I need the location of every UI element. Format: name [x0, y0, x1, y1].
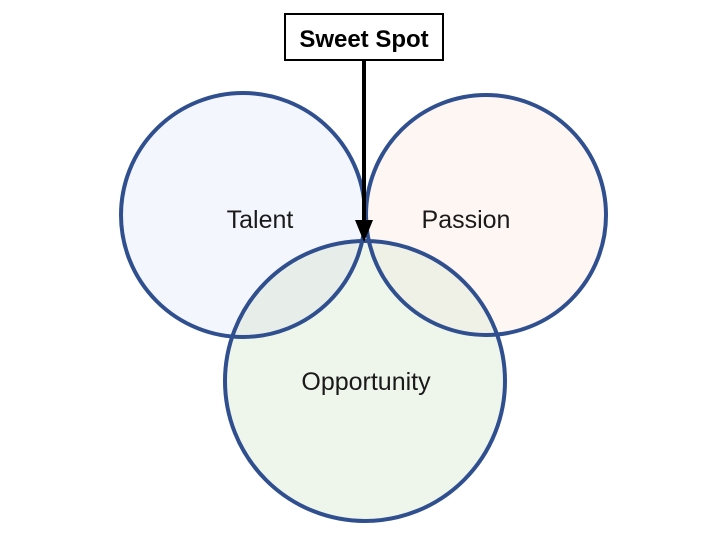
opportunity-circle-outline: [223, 239, 507, 523]
talent-opportunity-overlap: [225, 241, 365, 337]
opportunity-label: Opportunity: [301, 368, 431, 396]
callout-text: Sweet Spot: [299, 26, 428, 53]
callout-box: [284, 13, 444, 61]
passion-label: Passion: [422, 206, 511, 234]
callout-arrow-head: [355, 220, 373, 242]
passion-opportunity-overlap: [366, 241, 505, 335]
talent-label: Talent: [227, 206, 294, 234]
